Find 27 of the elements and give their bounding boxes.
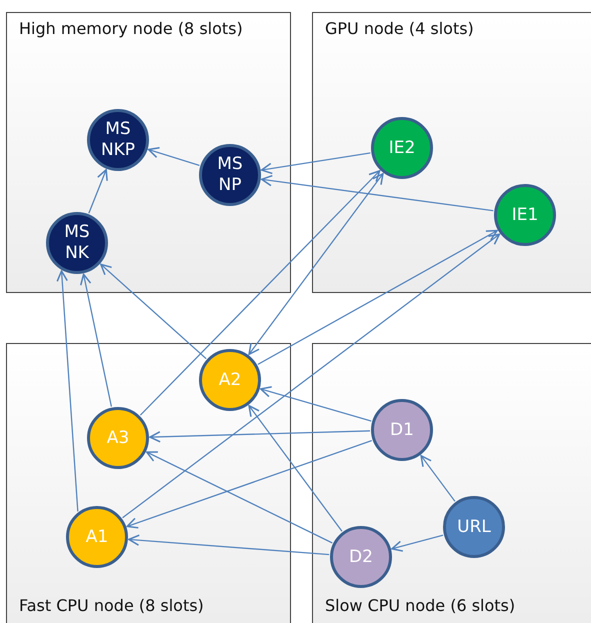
panel-title: Slow CPU node (6 slots) bbox=[325, 595, 516, 617]
arrow bbox=[148, 147, 200, 166]
node-panel bbox=[312, 12, 591, 293]
node-panel bbox=[312, 343, 591, 623]
arrow bbox=[149, 430, 370, 443]
arrow bbox=[248, 172, 384, 356]
panel-title: GPU node (4 slots) bbox=[325, 18, 474, 40]
arrow bbox=[391, 534, 444, 552]
node-panel bbox=[6, 12, 291, 293]
arrow bbox=[248, 404, 342, 532]
arrow bbox=[260, 386, 372, 422]
node-panel bbox=[6, 343, 291, 623]
arrow bbox=[88, 168, 108, 214]
arrow bbox=[126, 440, 372, 529]
arrow bbox=[260, 174, 494, 212]
arrow bbox=[100, 264, 207, 360]
arrow bbox=[122, 234, 500, 518]
arrow bbox=[140, 170, 380, 416]
arrow bbox=[258, 230, 498, 365]
arrow bbox=[260, 152, 370, 174]
arrow bbox=[56, 270, 78, 512]
panel-title: Fast CPU node (8 slots) bbox=[19, 595, 204, 617]
arrow bbox=[80, 274, 112, 407]
arrow bbox=[128, 534, 330, 556]
panel-title: High memory node (8 slots) bbox=[19, 18, 243, 40]
arrow bbox=[146, 451, 333, 544]
arrow bbox=[420, 454, 456, 502]
